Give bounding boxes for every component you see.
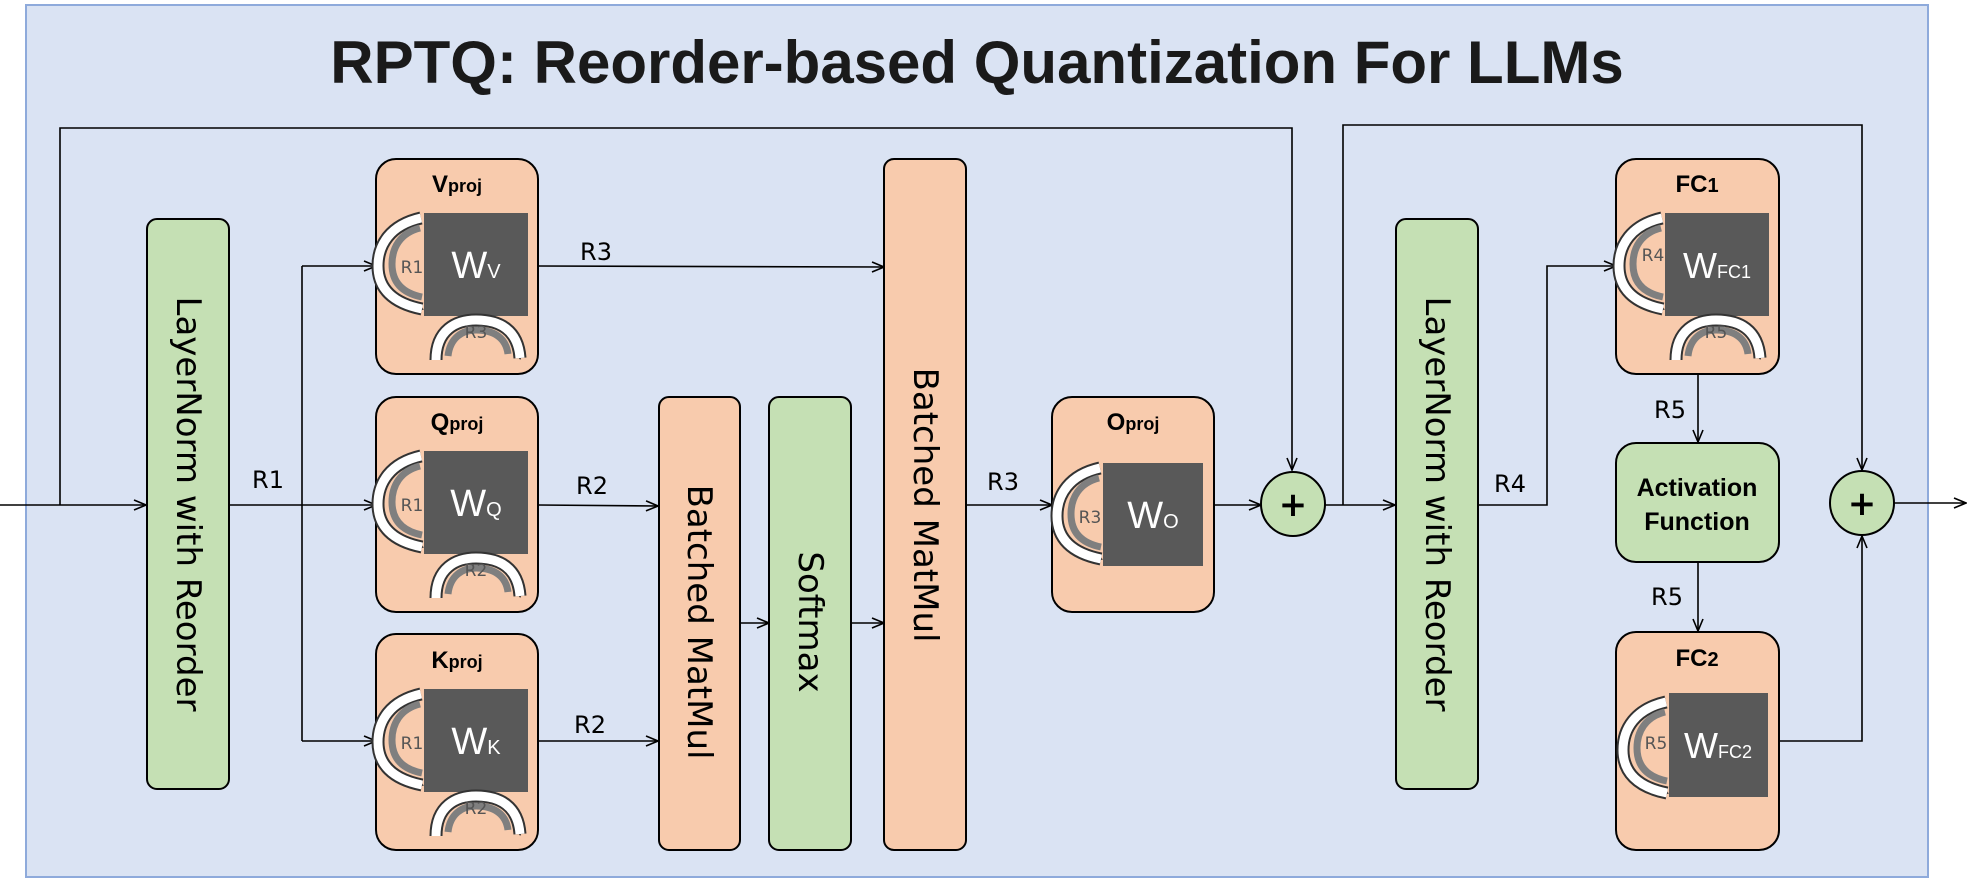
diagram-title: RPTQ: Reorder-based Quantization For LLM… <box>330 29 1623 96</box>
layernorm-block-1: LayerNorm with Reorder <box>146 218 230 790</box>
background-panel <box>25 4 1929 878</box>
fc2-r-in-label: R5 <box>1645 734 1668 754</box>
layernorm-block-2: LayerNorm with Reorder <box>1395 218 1479 790</box>
oproj-weight-label: WO <box>1127 495 1178 537</box>
arrow-v-to-bmm2 <box>537 266 884 267</box>
activation-label-line2: Function <box>1644 508 1750 536</box>
fc2-block: FC2 WFC2 R5 <box>1615 631 1780 851</box>
edge-label-r1: R1 <box>252 466 284 494</box>
fc2-weight-label: WFC2 <box>1684 725 1752 766</box>
kproj-r-in-label: R1 <box>401 734 424 754</box>
arrow-fc2-to-plus2 <box>1780 536 1862 742</box>
fc1-reorder-output-icon <box>1669 313 1767 361</box>
layernorm-2-label: LayerNorm with Reorder <box>1417 297 1457 712</box>
vproj-title: Vproj <box>432 171 482 198</box>
softmax-block: Softmax <box>768 396 852 851</box>
fc1-title: FC1 <box>1675 171 1718 198</box>
qproj-reorder-input-icon <box>371 449 422 554</box>
fc2-weight-matrix <box>1669 693 1768 797</box>
vproj-block: Vproj WV R1 R3 <box>371 158 539 375</box>
residual-connection-1 <box>59 127 1292 505</box>
edge-label-k-out: R2 <box>574 711 606 739</box>
qproj-weight-matrix <box>424 451 528 554</box>
arrow-q-to-bmm1 <box>537 505 658 506</box>
kproj-block: Kproj WK R1 R2 <box>371 633 539 851</box>
edge-label-v-out: R3 <box>580 238 612 266</box>
kproj-weight-label: WK <box>451 721 501 763</box>
edge-label-act-out: R5 <box>1651 583 1683 611</box>
activation-function-block: Activation Function <box>1615 442 1780 563</box>
qproj-reorder-output-icon <box>429 551 527 599</box>
qproj-block: Qproj WQ R1 R2 <box>371 396 539 613</box>
qproj-weight-label: WQ <box>450 483 501 525</box>
softmax-label: Softmax <box>790 551 830 692</box>
plus-icon: + <box>1848 484 1877 524</box>
add-node-2: + <box>1829 470 1895 536</box>
fc1-r-out-label: R5 <box>1705 323 1728 343</box>
kproj-reorder-input-icon <box>371 687 422 792</box>
edge-label-bmm2-out: R3 <box>987 468 1019 496</box>
arrow-ln2-to-fc1 <box>1478 266 1616 506</box>
qproj-r-out-label: R2 <box>465 561 488 581</box>
fc2-reorder-input-icon <box>1616 695 1667 800</box>
residual-connection-2 <box>1342 124 1862 505</box>
connectors <box>0 124 1966 742</box>
vproj-reorder-output-icon <box>429 313 527 361</box>
oproj-weight-matrix <box>1103 463 1203 566</box>
qproj-r-in-label: R1 <box>401 496 424 516</box>
activation-label-line1: Activation <box>1637 474 1758 502</box>
oproj-block: Oproj WO R3 <box>1050 396 1215 613</box>
vproj-r-in-label: R1 <box>401 258 424 278</box>
batched-matmul-block-2: Batched MatMul <box>883 158 967 851</box>
edge-label-q-out: R2 <box>576 472 608 500</box>
edge-label-fc1-out: R5 <box>1654 396 1686 424</box>
vproj-weight-label: WV <box>451 245 501 287</box>
vproj-reorder-input-icon <box>371 211 422 316</box>
oproj-title: Oproj <box>1107 409 1160 436</box>
fc1-weight-label: WFC1 <box>1683 245 1751 286</box>
kproj-weight-matrix <box>424 689 528 792</box>
oproj-reorder-input-icon <box>1050 461 1101 566</box>
batched-matmul-1-label: Batched MatMul <box>679 485 719 760</box>
batched-matmul-block-1: Batched MatMul <box>658 396 741 851</box>
plus-icon: + <box>1279 485 1308 525</box>
fc1-reorder-input-icon <box>1612 211 1663 316</box>
vproj-r-out-label: R3 <box>465 323 488 343</box>
fc1-weight-matrix <box>1665 213 1769 316</box>
fc1-block: FC1 WFC1 R4 R5 <box>1612 158 1780 375</box>
edge-label-ln2-out: R4 <box>1494 470 1526 498</box>
fc1-r-in-label: R4 <box>1642 246 1665 266</box>
fc2-title: FC2 <box>1675 645 1718 672</box>
vproj-weight-matrix <box>424 213 528 316</box>
layernorm-1-label: LayerNorm with Reorder <box>168 297 208 712</box>
oproj-r-in-label: R3 <box>1079 508 1102 528</box>
kproj-title: Kproj <box>431 647 482 674</box>
add-node-1: + <box>1260 471 1326 537</box>
kproj-reorder-output-icon <box>429 789 527 837</box>
batched-matmul-2-label: Batched MatMul <box>905 368 945 643</box>
qproj-title: Qproj <box>431 409 484 436</box>
kproj-r-out-label: R2 <box>465 799 488 819</box>
